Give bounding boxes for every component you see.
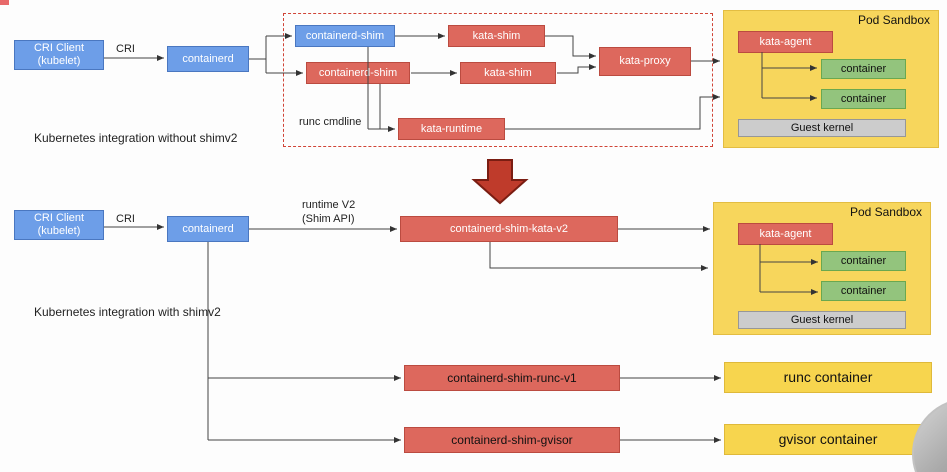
node-containerd-shim-kata-v2: containerd-shim-kata-v2 (400, 216, 618, 242)
legacy-shim-dashed-group (283, 13, 713, 147)
node-container-bottom-a: container (821, 251, 906, 271)
pod-sandbox-bottom-title: Pod Sandbox (849, 205, 922, 219)
pod-sandbox-top-title: Pod Sandbox (857, 13, 930, 27)
node-gvisor-container: gvisor container (724, 424, 932, 455)
node-containerd-shim-b: containerd-shim (306, 62, 410, 84)
node-containerd-shim-a: containerd-shim (295, 25, 395, 47)
big-down-arrow-icon (471, 159, 529, 205)
cri-client-bottom-line2: (kubelet) (37, 225, 81, 237)
corner-artifact (0, 0, 9, 5)
node-kata-agent-bottom: kata-agent (738, 223, 833, 245)
cri-client-bottom-line1: CRI Client (33, 212, 85, 224)
runc-cmdline-label: runc cmdline (299, 116, 362, 128)
pod-sandbox-bottom: Pod Sandbox kata-agent container contain… (713, 202, 931, 335)
node-kata-proxy: kata-proxy (599, 47, 691, 76)
node-guest-kernel-top: Guest kernel (738, 119, 906, 137)
node-kata-runtime: kata-runtime (398, 118, 505, 140)
node-containerd-bottom: containerd (167, 216, 249, 242)
node-runc-container: runc container (724, 362, 932, 393)
node-container-top-a: container (821, 59, 906, 79)
caption-without-shimv2: Kubernetes integration without shimv2 (34, 131, 238, 145)
node-cri-client-top: CRI Client (kubelet) (14, 40, 104, 70)
node-guest-kernel-bottom: Guest kernel (738, 311, 906, 329)
caption-with-shimv2: Kubernetes integration with shimv2 (34, 305, 221, 319)
webcam-bubble (912, 398, 947, 472)
cri-label-top: CRI (116, 43, 135, 55)
cri-client-top-line1: CRI Client (33, 42, 85, 54)
node-containerd-top: containerd (167, 46, 249, 72)
node-cri-client-bottom: CRI Client (kubelet) (14, 210, 104, 240)
node-kata-shim-b: kata-shim (460, 62, 556, 84)
runtime-v2-label-line1: runtime V2 (302, 199, 356, 211)
pod-sandbox-top: Pod Sandbox kata-agent container contain… (723, 10, 939, 148)
bottom-connectors (104, 224, 818, 443)
runtime-v2-label-line2: (Shim API) (302, 213, 355, 225)
node-containerd-shim-gvisor: containerd-shim-gvisor (404, 427, 620, 453)
node-containerd-shim-runc-v1: containerd-shim-runc-v1 (404, 365, 620, 391)
node-kata-shim-a: kata-shim (448, 25, 545, 47)
node-kata-agent-top: kata-agent (738, 31, 833, 53)
node-container-top-b: container (821, 89, 906, 109)
runtime-v2-label: runtime V2 (Shim API) (302, 198, 355, 226)
node-container-bottom-b: container (821, 281, 906, 301)
cri-label-bottom: CRI (116, 213, 135, 225)
cri-client-top-line2: (kubelet) (37, 55, 81, 67)
